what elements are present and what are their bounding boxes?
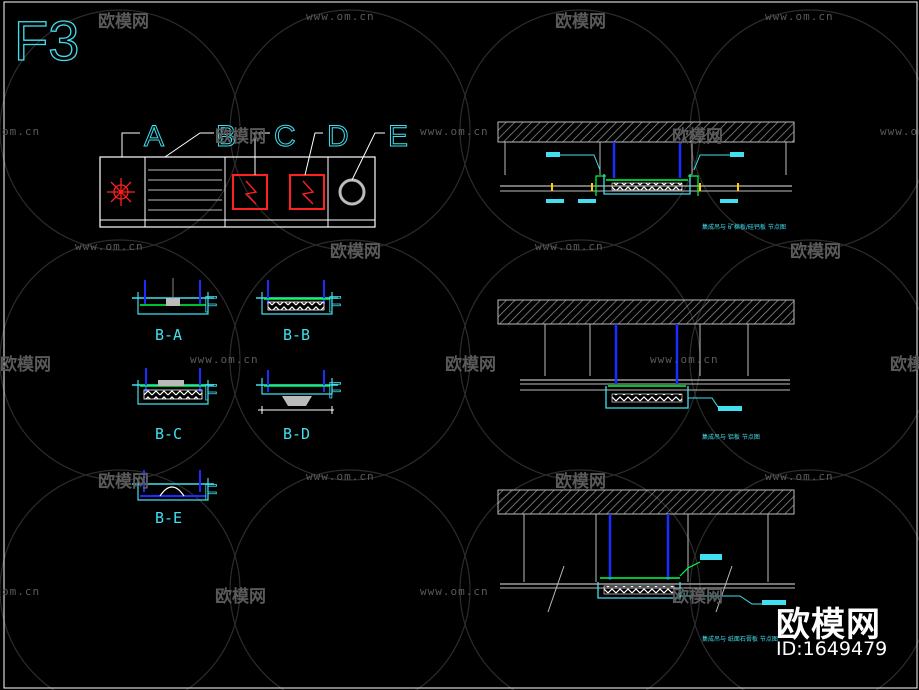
brand-id: ID:1649479	[776, 638, 888, 660]
watermark-url: www.om.cn	[880, 125, 919, 138]
watermark-brand: 欧模网	[330, 242, 381, 262]
watermark-url: om.cn	[2, 125, 41, 138]
lamp-symbol	[107, 178, 135, 206]
watermark-brand: 欧模网	[672, 587, 723, 607]
section-3-gypsum-board: 集成吊与 纸面石膏板 节点图	[497, 489, 795, 643]
heater-symbol	[232, 174, 325, 210]
watermark-brand: 欧模网	[890, 355, 919, 375]
detail-label-b-a: B-A	[155, 326, 182, 344]
detail-b-d: F	[256, 370, 342, 414]
watermark-url: www.om.cn	[765, 10, 834, 23]
watermark-url: www.om.cn	[650, 353, 719, 366]
watermark-url: www.om.cn	[535, 240, 604, 253]
watermark-brand: 欧模网	[672, 127, 723, 147]
svg-text:F: F	[204, 380, 217, 405]
label-d: D	[327, 120, 349, 153]
brand-mark: 欧模网	[776, 605, 881, 645]
detail-label-b-d: B-D	[283, 425, 310, 443]
watermark-url: www.om.cn	[420, 585, 489, 598]
watermark-brand: 欧模网	[0, 355, 51, 375]
watermark-brand: 欧模网	[98, 472, 149, 492]
section-3-caption: 集成吊与 纸面石膏板 节点图	[702, 635, 778, 643]
label-e: E	[388, 120, 408, 153]
detail-label-b-e: B-E	[155, 509, 182, 527]
detail-b-b: F	[256, 280, 342, 317]
label-a: A	[144, 120, 164, 153]
detail-b-e: F	[132, 470, 218, 505]
watermark-url: www.om.cn	[306, 470, 375, 483]
section-1-mineral-board: 集成吊与 矿棉板/硅钙板 节点图	[497, 121, 795, 231]
label-b: B	[216, 120, 236, 153]
watermark-brand: 欧模网	[215, 127, 266, 147]
watermark-brand: 欧模网	[555, 472, 606, 492]
detail-label-b-c: B-C	[155, 425, 182, 443]
watermark-brand: 欧模网	[555, 12, 606, 32]
watermark-circles	[0, 9, 919, 690]
watermark-url: www.om.cn	[306, 10, 375, 23]
detail-label-b-b: B-B	[283, 326, 310, 344]
detail-b-c: F	[132, 368, 218, 405]
section-1-caption: 集成吊与 矿棉板/硅钙板 节点图	[702, 223, 786, 231]
detail-b-a: F	[132, 278, 218, 317]
svg-text:F: F	[204, 292, 217, 317]
svg-text:F: F	[328, 292, 341, 317]
plan-labels: A B C D E	[144, 120, 409, 154]
detail-labels: B-A B-B B-C B-D B-E	[155, 326, 310, 527]
watermark-brand: 欧模网	[215, 587, 266, 607]
watermark-url: om.cn	[2, 585, 41, 598]
sheet-title: F3	[14, 9, 79, 72]
section-2-aluminum-panel: 集成吊与 铝板 节点图	[497, 299, 795, 441]
watermark-brand: 欧模网	[790, 242, 841, 262]
svg-text:F: F	[328, 378, 341, 403]
label-c: C	[274, 120, 296, 153]
section-2-caption: 集成吊与 铝板 节点图	[702, 433, 760, 441]
watermark-url: www.om.cn	[75, 240, 144, 253]
watermark-brand: 欧模网	[445, 355, 496, 375]
exhaust-fan-symbol	[338, 178, 366, 206]
watermark-url: www.om.cn	[765, 470, 834, 483]
svg-text:F: F	[204, 480, 217, 505]
plan-view	[99, 132, 385, 228]
watermark-url: www.om.cn	[420, 125, 489, 138]
watermark-brand: 欧模网	[98, 12, 149, 32]
watermark-url: www.om.cn	[190, 353, 259, 366]
sheet-frame	[3, 1, 918, 689]
